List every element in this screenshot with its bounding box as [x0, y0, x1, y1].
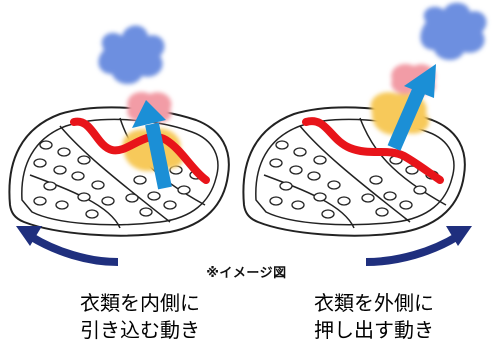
- left-updraft-arrow-icon: [132, 100, 172, 190]
- left-caption: 衣類を内側に 引き込む動き: [20, 290, 260, 344]
- left-tub-rim: [21, 118, 219, 226]
- right-caption-line2: 押し出す動き: [314, 318, 434, 342]
- right-rotation-arrow-icon: [365, 226, 472, 266]
- right-band: [302, 117, 444, 184]
- image-note: ※イメージ図: [206, 266, 287, 281]
- left-holes: [33, 140, 203, 219]
- right-vane: [299, 125, 411, 223]
- left-vane: [59, 125, 171, 223]
- right-updraft-arrow-icon: [387, 64, 436, 151]
- left-panel: [8, 25, 230, 266]
- left-band: [70, 117, 210, 184]
- left-caption-line2: 引き込む動き: [80, 318, 200, 342]
- left-caption-line1: 衣類を内側に: [80, 291, 200, 315]
- right-caption-line1: 衣類を外側に: [314, 291, 434, 315]
- left-rotation-arrow-icon: [16, 226, 119, 266]
- right-vane: [359, 117, 447, 206]
- right-panel: [242, 2, 487, 266]
- right-clothes: [370, 2, 487, 135]
- right-holes: [269, 140, 439, 219]
- right-caption: 衣類を外側に 押し出す動き: [254, 290, 493, 344]
